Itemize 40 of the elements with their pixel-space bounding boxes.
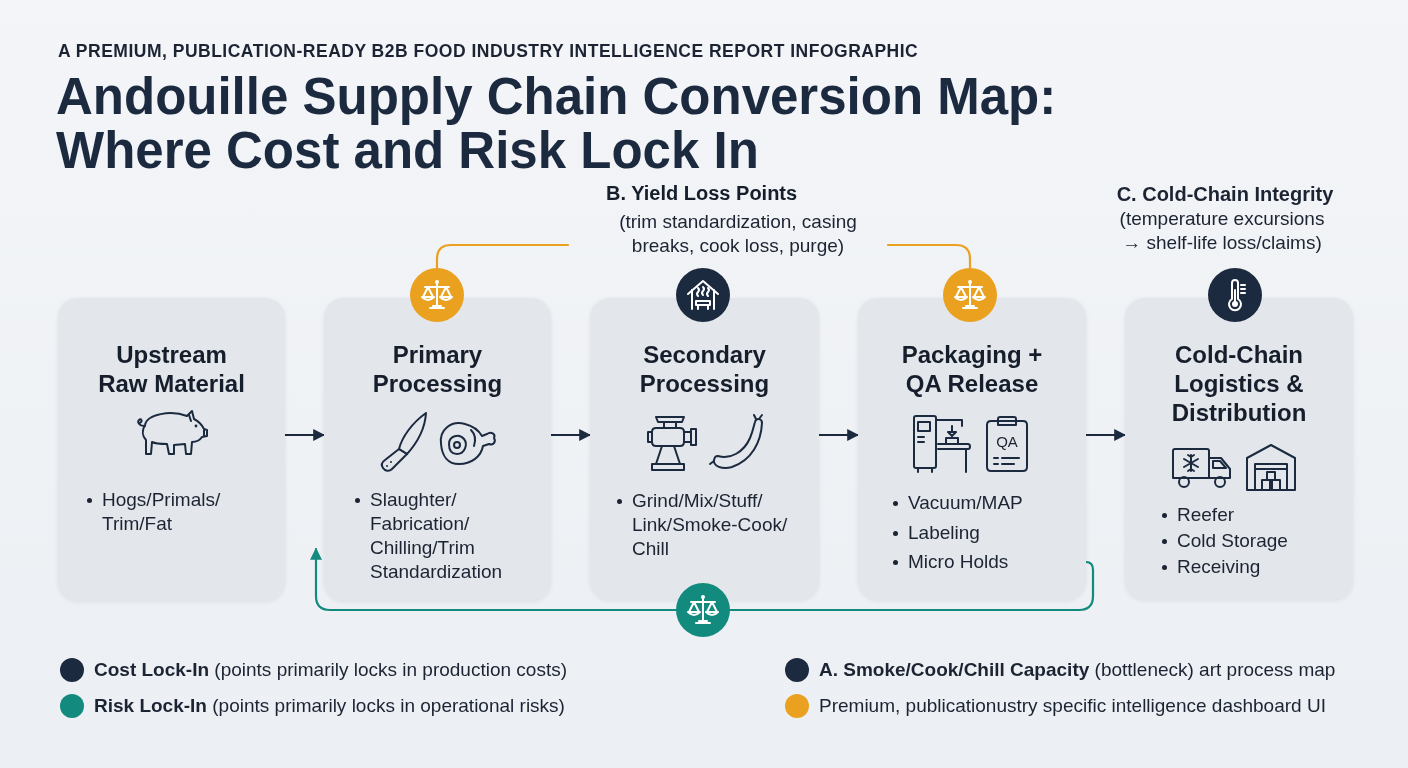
bullet-item: Cold Storage (1161, 529, 1341, 553)
legend-text: Risk Lock-In (points primarily locks in operational risks) (94, 695, 565, 717)
process-box (58, 298, 285, 601)
bullet-item: Reefer (1161, 503, 1341, 527)
legend-text: Premium, publicationustry specific intelligence dashboard UI (819, 695, 1326, 717)
stage-title: Upstream Raw Material (97, 340, 246, 398)
arrow (283, 429, 326, 441)
bullet-item: Grind/Mix/Stuff/ Link/Smoke-Cook/ Chill (616, 489, 804, 561)
clipboard-text: QA (995, 433, 1019, 451)
annotation-text: (temperature excursions → shelf-life loss/claims) (1118, 207, 1326, 255)
annotation-title: B. Yield Loss Points (605, 181, 799, 206)
process-box (324, 298, 551, 601)
scale-icon (676, 583, 730, 637)
bullet-item: Receiving (1161, 555, 1341, 579)
stage-title: Packaging + QA Release (900, 340, 1044, 398)
legend-text: Cost Lock-In (points primarily locks in production costs) (94, 659, 568, 681)
legend-text: A. Smoke/Cook/Chill Capacity (bottleneck) art process map (819, 659, 1336, 681)
bullet-item: Labeling (892, 520, 1072, 545)
arrow (549, 429, 592, 441)
stage-title: Secondary Processing (638, 340, 771, 398)
arrow (310, 547, 678, 612)
bullet-item: Slaughter/ Fabrication/ Chilling/Trim Standardization (354, 488, 514, 584)
stage-title: Primary Processing (371, 340, 504, 398)
bullet-item: Micro Holds (892, 550, 1072, 574)
connector-line (728, 560, 1095, 612)
process-box (858, 298, 1086, 600)
leader-line (886, 243, 972, 270)
thermometer-icon (1208, 268, 1262, 322)
annotation-text: (trim standardization, casing breaks, cook loss, purge) (618, 210, 858, 258)
leader-line (435, 243, 570, 270)
bullet-item: Hogs/Primals/ Trim/Fat (86, 488, 246, 536)
title: Andouille Supply Chain Conversion Map: Where Cost and Risk Lock In (56, 70, 1058, 178)
stage-title: Cold-Chain Logistics & Distribution (1170, 340, 1308, 427)
annotation-title: C. Cold-Chain Integrity (1115, 182, 1335, 207)
process-box (590, 298, 819, 600)
process-box (1125, 298, 1353, 600)
bullet-item: Vacuum/MAP (892, 491, 1072, 515)
arrow (1084, 429, 1127, 441)
kicker-text: A PREMIUM, PUBLICATION-READY B2B FOOD INDUSTRY INTELLIGENCE REPORT INFOGRAPHIC (58, 40, 920, 62)
arrow (817, 429, 860, 441)
